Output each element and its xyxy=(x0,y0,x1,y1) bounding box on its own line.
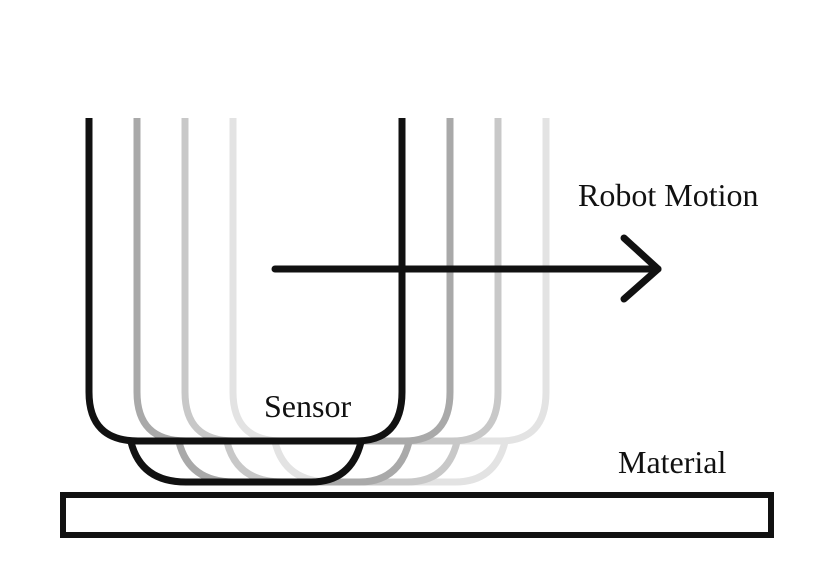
robot-motion-label: Robot Motion xyxy=(578,177,758,213)
material-plate xyxy=(60,492,774,538)
sensor-label: Sensor xyxy=(264,388,351,424)
sensor-body xyxy=(85,118,406,445)
material-label: Material xyxy=(618,444,727,480)
arrow-head xyxy=(620,234,662,303)
sensor-tip xyxy=(127,441,365,486)
motion-arrow xyxy=(271,234,662,303)
sensor-current xyxy=(85,118,406,486)
